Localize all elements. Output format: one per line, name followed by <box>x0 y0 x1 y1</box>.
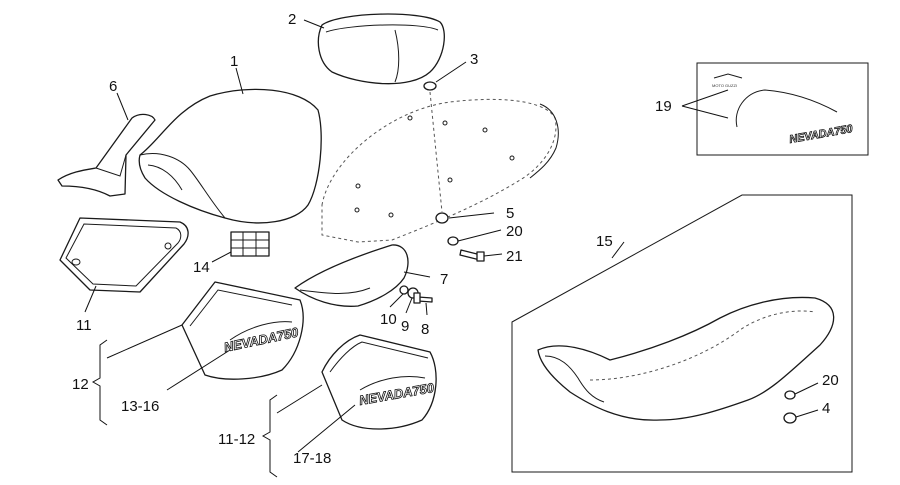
nut-4 <box>783 412 797 424</box>
callout-9: 9 <box>401 318 409 335</box>
seat-tray <box>294 244 409 307</box>
passenger-pillion <box>317 13 445 85</box>
callout-3: 3 <box>470 51 478 68</box>
warning-label-14 <box>230 231 270 257</box>
callout-14: 14 <box>193 259 210 276</box>
rider-seat <box>138 88 322 224</box>
seat-bracket <box>57 113 156 197</box>
kit-box-15 <box>511 194 853 473</box>
fastener-group-5-20-21 <box>435 212 485 262</box>
callout-11: 11 <box>76 317 92 334</box>
callout-labels: 1 2 3 6 14 11 12 13-16 11-12 17-18 5 20 … <box>72 11 839 467</box>
callout-15: 15 <box>596 233 613 250</box>
side-panel-frame <box>59 217 189 293</box>
callout-7: 7 <box>440 271 448 288</box>
washer-20b <box>784 390 796 400</box>
callout-20-bottom: 20 <box>822 372 839 389</box>
rear-fender <box>321 98 559 243</box>
side-cover-left: NEVADA750 <box>181 281 304 380</box>
decal-text-box: NEVADA750 <box>788 123 854 146</box>
callout-19: 19 <box>655 98 672 115</box>
callout-17-18: 17-18 <box>293 450 331 467</box>
fastener-group-8-9-10 <box>399 285 433 304</box>
callout-5: 5 <box>506 205 514 222</box>
callout-8: 8 <box>421 321 429 338</box>
leader-lines <box>84 19 819 478</box>
callout-12: 12 <box>72 376 89 393</box>
nut-3 <box>423 81 437 91</box>
brand-badge-text: MOTO GUZZI <box>712 83 737 88</box>
side-cover-right: NEVADA750 <box>321 334 437 430</box>
callout-11-12: 11-12 <box>218 431 255 448</box>
callout-10: 10 <box>380 311 397 328</box>
callout-21: 21 <box>506 248 523 265</box>
callout-2: 2 <box>288 11 296 28</box>
kit-box-19: MOTO GUZZI NEVADA750 <box>696 62 869 156</box>
callout-4: 4 <box>822 400 830 417</box>
callout-6: 6 <box>109 78 117 95</box>
callout-1: 1 <box>230 53 238 70</box>
callout-20-top: 20 <box>506 223 523 240</box>
callout-13-16: 13-16 <box>121 398 159 415</box>
